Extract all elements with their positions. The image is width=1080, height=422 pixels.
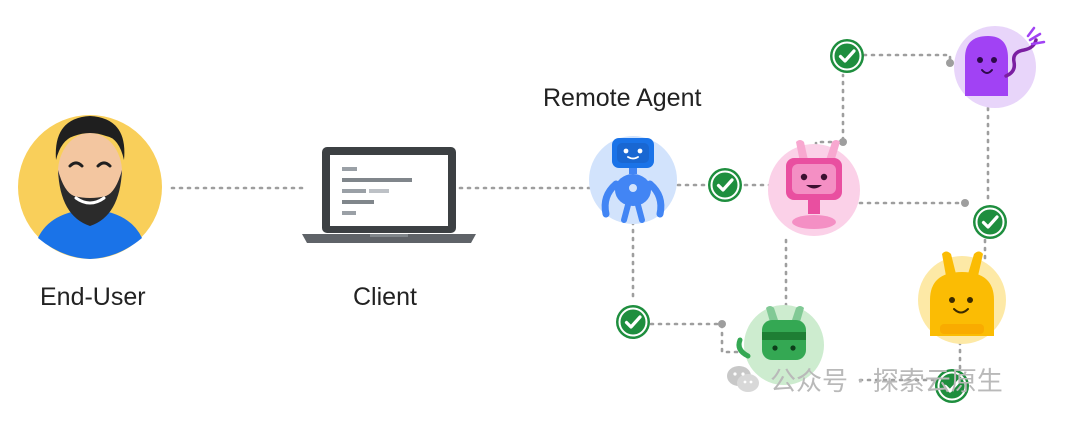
connector-lines — [170, 53, 990, 382]
end-user-label: End-User — [40, 283, 146, 311]
junction-dots — [718, 59, 969, 328]
remote-agent-label: Remote Agent — [543, 84, 702, 112]
purple-agent-robot-icon — [954, 26, 1046, 108]
end-user-avatar — [18, 115, 162, 259]
green-agent-robot-icon — [736, 305, 824, 385]
client-label: Client — [353, 283, 417, 311]
pink-agent-robot-icon — [768, 140, 860, 236]
check-icon — [614, 303, 652, 341]
watermark-text: 公众号 · 探索云原生 — [770, 366, 1003, 397]
wechat-icon — [727, 366, 759, 392]
check-icon — [828, 37, 866, 75]
check-icon — [971, 203, 1009, 241]
laptop-icon — [302, 147, 476, 243]
remote-agent-robot-icon — [589, 136, 677, 224]
check-icon — [706, 166, 744, 204]
watermark: 公众号 · 探索云原生 — [724, 360, 1003, 398]
yellow-agent-robot-icon — [918, 251, 1006, 344]
